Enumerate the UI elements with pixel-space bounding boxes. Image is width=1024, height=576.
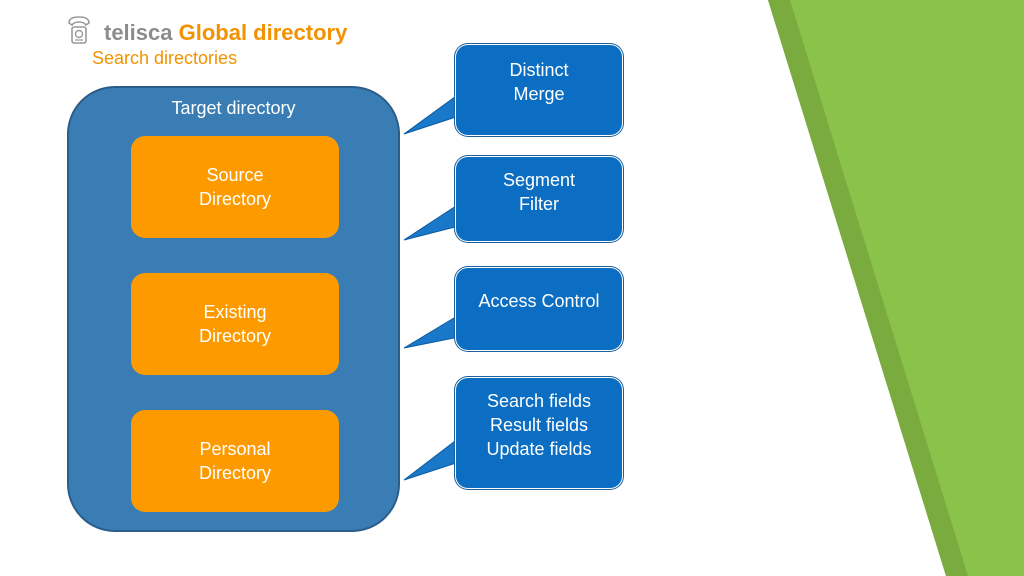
personal-directory-label-line1: Personal [199,439,271,459]
page-subtitle: Search directories [92,48,238,68]
callout-line: Update fields [486,439,592,459]
existing-directory-label-line1: Existing [203,302,267,322]
brand-title: telisca Global directory [104,20,347,46]
callout-line: Segment [502,170,576,190]
existing-directory-box: Existing Directory [131,273,339,375]
existing-directory-label-line2: Directory [198,326,271,346]
brand-prefix: telisca [104,20,173,45]
callout-line: Distinct [509,60,569,80]
target-directory-box: Target directory Source Directory Existi… [67,86,400,532]
phone-icon [68,16,90,44]
callout-line: Result fields [489,415,589,435]
target-directory-title: Target directory [171,98,296,118]
fields-callout: Search fields Result fields Update field… [456,378,622,488]
callout-line: Filter [519,194,559,214]
segment-filter-callout: Segment Filter [456,157,622,241]
source-directory-label-line2: Directory [198,189,271,209]
callout-pointer [403,314,460,349]
callout-pointer [403,203,460,241]
personal-directory-label-line2: Directory [198,463,271,483]
brand-name: Global directory [178,20,348,45]
source-directory-box: Source Directory [131,136,339,238]
callout-pointer [403,93,460,135]
source-directory-label-line1: Source [206,165,264,185]
personal-directory-box: Personal Directory [131,410,339,512]
callout-line: Search fields [486,391,592,411]
access-control-callout: Access Control [456,268,622,350]
callout-line: Access Control [478,291,600,311]
distinct-merge-callout: Distinct Merge [456,45,622,135]
callout-pointer [403,436,460,481]
callout-line: Merge [513,84,565,104]
